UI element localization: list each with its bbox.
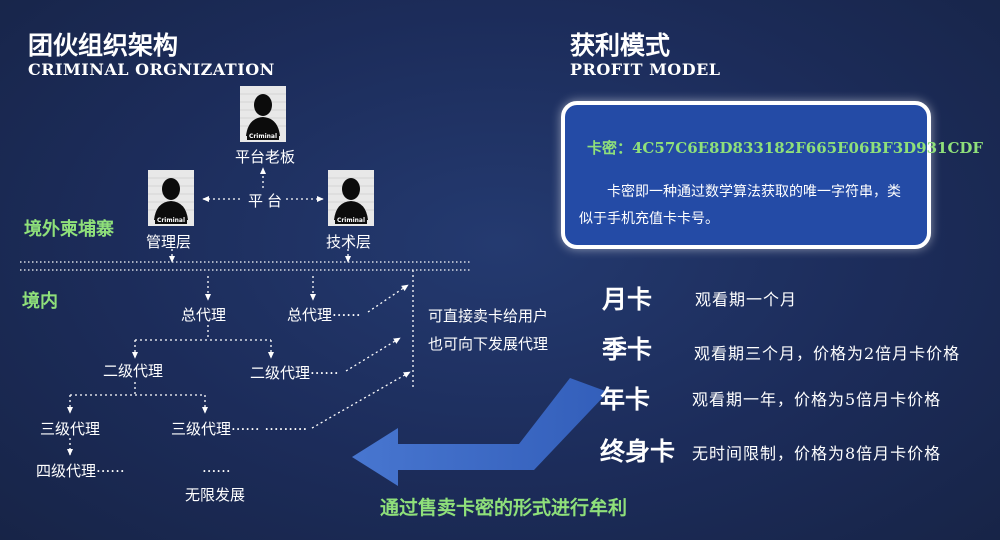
boss-avatar-icon: Criminal <box>240 86 286 142</box>
ellipsis: ······ <box>202 462 231 480</box>
card-key-code: 卡密：4C57C6E8D833182F665E06BF3D931CDF <box>587 139 984 157</box>
tech-label: 技术层 <box>326 233 372 251</box>
card-name-quarter: 季卡 <box>602 335 653 364</box>
management-placard-text: Criminal <box>157 217 185 224</box>
level3-agent-1: 三级代理 <box>40 420 101 438</box>
management-avatar-icon: Criminal <box>148 170 194 226</box>
card-name-lifetime: 终身卡 <box>600 437 676 466</box>
card-key-description: 卡密即一种通过数学算法获取的唯一字符串，类似于手机充值卡卡号。 <box>579 179 909 233</box>
diag-arrow-2 <box>345 337 401 372</box>
note-line-1: 可直接卖卡给用户 <box>428 307 549 325</box>
domestic-label: 境内 <box>22 291 58 312</box>
boss-placard-text: Criminal <box>249 133 277 140</box>
card-desc-quarter: 观看期三个月，价格为2倍月卡价格 <box>694 344 961 363</box>
card-name-year: 年卡 <box>600 385 651 414</box>
level4-agent: 四级代理······ <box>36 462 125 480</box>
unlimited-label: 无限发展 <box>185 486 246 504</box>
big-flow-arrow <box>352 378 608 486</box>
left-title-en: CRIMINAL ORGNIZATION <box>28 60 275 79</box>
general-agent-1: 总代理 <box>181 306 227 324</box>
card-desc-lifetime: 无时间限制，价格为8倍月卡价格 <box>692 444 942 463</box>
diag-arrow-3 <box>311 371 411 429</box>
note-line-2: 也可向下发展代理 <box>428 335 549 353</box>
overseas-label: 境外柬埔寨 <box>24 219 114 240</box>
right-title-cn: 获利模式 <box>570 31 671 60</box>
level2-agent-1: 二级代理 <box>103 362 164 380</box>
boss-label: 平台老板 <box>235 148 296 166</box>
level3-agent-2: 三级代理······ ········· <box>171 420 308 438</box>
arrow-caption: 通过售卖卡密的形式进行牟利 <box>380 497 628 519</box>
card-desc-year: 观看期一年，价格为5倍月卡价格 <box>692 390 942 409</box>
card-key-desc-text: 卡密即一种通过数学算法获取的唯一字符串，类似于手机充值卡卡号。 <box>579 184 901 227</box>
diag-arrow-1 <box>367 284 409 313</box>
card-desc-month: 观看期一个月 <box>695 290 798 309</box>
card-key-box: 卡密：4C57C6E8D833182F665E06BF3D931CDF 卡密即一… <box>561 101 983 249</box>
management-label: 管理层 <box>146 233 192 251</box>
tech-avatar-icon: Criminal <box>328 170 374 226</box>
card-name-month: 月卡 <box>602 285 653 314</box>
tech-placard-text: Criminal <box>337 217 365 224</box>
general-agent-2: 总代理······ <box>287 306 361 324</box>
level2-agent-2: 二级代理······ <box>250 364 339 382</box>
right-title-en: PROFIT MODEL <box>570 60 721 79</box>
platform-label: 平台 <box>248 192 287 210</box>
left-title-cn: 团伙组织架构 <box>28 31 179 60</box>
